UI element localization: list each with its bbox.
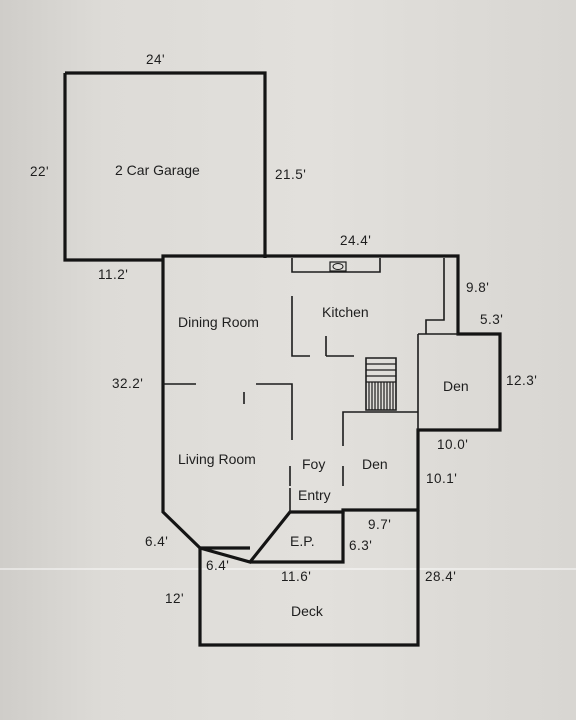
dim-house-top: 24.4' bbox=[340, 233, 372, 248]
kitchen-counter bbox=[291, 258, 381, 273]
dim-den-right: 12.3' bbox=[506, 373, 538, 388]
sink-basin bbox=[332, 263, 344, 270]
dim-garage-right: 21.5' bbox=[275, 167, 307, 182]
room-label-foy: Foy bbox=[302, 456, 326, 472]
dim-deck-left: 12' bbox=[165, 591, 185, 606]
kitchen-sink bbox=[329, 261, 347, 272]
dim-kitchen-right: 9.8' bbox=[466, 280, 490, 295]
room-label-entry: Entry bbox=[298, 487, 331, 503]
dim-garage-left: 22' bbox=[30, 164, 50, 179]
paper-fold-line bbox=[0, 568, 576, 570]
room-label-deck: Deck bbox=[291, 603, 323, 619]
dim-den-bottom: 10.0' bbox=[437, 437, 469, 452]
room-label-ep: E.P. bbox=[290, 533, 315, 549]
dim-den-top: 5.3' bbox=[480, 312, 504, 327]
room-label-dining: Dining Room bbox=[178, 314, 259, 330]
dim-garage-top: 24' bbox=[146, 52, 166, 67]
dining-kitchen-partition bbox=[291, 296, 354, 357]
house-outer-walls bbox=[161, 254, 502, 564]
dim-bay-left: 6.4' bbox=[145, 534, 169, 549]
garage-walls bbox=[63, 71, 267, 262]
living-dining-partition bbox=[163, 383, 293, 440]
ep-walls bbox=[250, 512, 345, 564]
deck-outline bbox=[198, 510, 420, 647]
dim-ep-bottom: 11.6' bbox=[281, 569, 312, 584]
dim-house-left: 32.2' bbox=[112, 376, 144, 391]
dim-den-center-right: 10.1' bbox=[426, 471, 458, 486]
room-label-den-right: Den bbox=[443, 378, 469, 394]
kitchen-right-counter bbox=[425, 258, 445, 334]
staircase bbox=[365, 357, 397, 411]
dim-ep-bottom-right: 6.3' bbox=[349, 538, 373, 553]
dim-bay-bottom: 6.4' bbox=[206, 558, 230, 573]
room-label-kitchen: Kitchen bbox=[322, 304, 369, 320]
foyer-walls bbox=[289, 466, 344, 486]
dim-garage-bottom: 11.2' bbox=[98, 267, 129, 282]
room-label-garage: 2 Car Garage bbox=[115, 162, 200, 178]
room-label-living: Living Room bbox=[178, 451, 256, 467]
dim-deck-right: 28.4' bbox=[425, 569, 457, 584]
den-center-walls bbox=[342, 411, 418, 446]
dim-ep-right: 9.7' bbox=[368, 517, 392, 532]
room-label-den-center: Den bbox=[362, 456, 388, 472]
